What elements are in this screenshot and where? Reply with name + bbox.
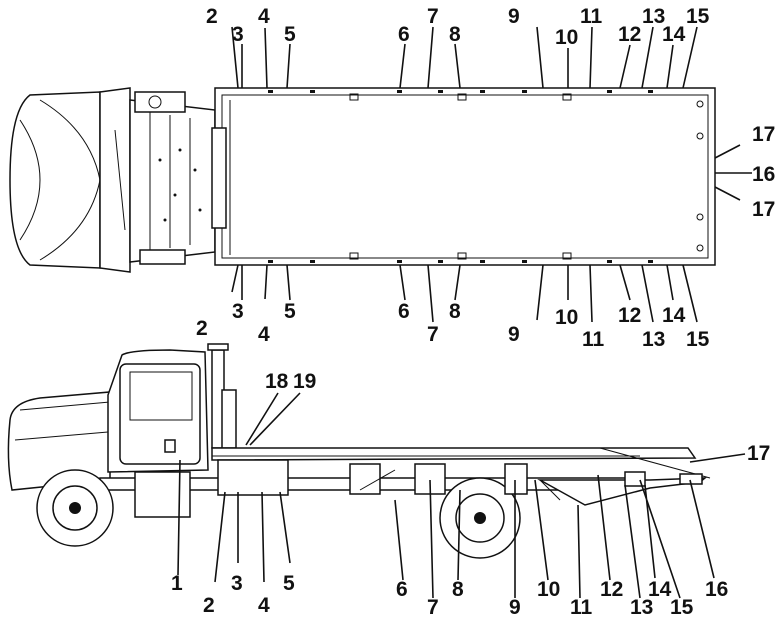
side-callout-8: 8 bbox=[452, 578, 464, 601]
side-callout-6: 6 bbox=[396, 578, 408, 601]
side-callout-16: 16 bbox=[705, 578, 728, 601]
side-view: 18 19 17 1 2 3 4 5 6 7 8 9 10 11 12 13 1… bbox=[7, 343, 770, 619]
side-callout-13: 13 bbox=[630, 596, 653, 619]
side-callout-1: 1 bbox=[171, 572, 183, 595]
top-callout-upper-13: 13 bbox=[642, 5, 665, 28]
side-callout-17: 17 bbox=[747, 442, 770, 465]
side-callout-4: 4 bbox=[258, 594, 270, 617]
top-callout-lower-3: 3 bbox=[232, 300, 244, 323]
top-callout-upper-7: 7 bbox=[427, 5, 439, 28]
top-callout-upper-14: 14 bbox=[662, 23, 686, 46]
top-callout-lower-14: 14 bbox=[662, 304, 686, 327]
side-callout-2: 2 bbox=[203, 594, 215, 617]
top-callout-upper-8: 8 bbox=[449, 23, 461, 46]
top-callout-lower-13: 13 bbox=[642, 328, 665, 351]
side-callout-7: 7 bbox=[427, 596, 439, 619]
side-callout-11: 11 bbox=[570, 596, 593, 619]
top-callout-upper-2: 2 bbox=[206, 5, 218, 28]
side-callout-10: 10 bbox=[537, 578, 560, 601]
top-callout-upper-9: 9 bbox=[508, 5, 520, 28]
top-callout-upper-10: 10 bbox=[555, 26, 578, 49]
top-callout-upper-11: 11 bbox=[580, 5, 603, 28]
top-callout-rear-16: 16 bbox=[752, 163, 775, 186]
top-view-cab bbox=[9, 87, 216, 273]
top-callout-upper-4: 4 bbox=[258, 5, 270, 28]
side-callout-5: 5 bbox=[283, 572, 295, 595]
top-callout-lower-7: 7 bbox=[427, 323, 439, 346]
top-callout-lower-11: 11 bbox=[582, 328, 605, 351]
top-callout-lower-9: 9 bbox=[508, 323, 520, 346]
top-callout-lower-6: 6 bbox=[398, 300, 410, 323]
top-callout-lower-15: 15 bbox=[686, 328, 710, 351]
side-callout-12: 12 bbox=[600, 578, 623, 601]
side-callout-3: 3 bbox=[231, 572, 243, 595]
side-callout-15: 15 bbox=[670, 596, 694, 619]
side-callout-18: 18 bbox=[265, 370, 289, 393]
top-callout-lower-8: 8 bbox=[449, 300, 461, 323]
top-view-bed bbox=[211, 87, 716, 266]
top-callout-lower-2: 2 bbox=[196, 317, 208, 340]
top-callout-upper-12: 12 bbox=[618, 23, 641, 46]
top-callout-rear-17b: 17 bbox=[752, 198, 775, 221]
top-callout-upper-15: 15 bbox=[686, 5, 710, 28]
top-callout-upper-5: 5 bbox=[284, 23, 296, 46]
top-callout-lower-4: 4 bbox=[258, 323, 270, 346]
top-callout-rear-17a: 17 bbox=[752, 123, 775, 146]
top-callout-lower-12: 12 bbox=[618, 304, 641, 327]
side-callout-9: 9 bbox=[509, 596, 521, 619]
side-callout-14: 14 bbox=[648, 578, 672, 601]
top-callout-upper-3: 3 bbox=[232, 23, 244, 46]
top-callout-lower-10: 10 bbox=[555, 306, 578, 329]
top-callout-lower-5: 5 bbox=[284, 300, 296, 323]
side-view-truck bbox=[7, 343, 711, 559]
top-view: 2 3 4 5 6 7 8 9 10 11 12 13 14 15 2 3 4 … bbox=[9, 5, 775, 351]
top-callout-upper-6: 6 bbox=[398, 23, 410, 46]
side-callout-19: 19 bbox=[293, 370, 316, 393]
